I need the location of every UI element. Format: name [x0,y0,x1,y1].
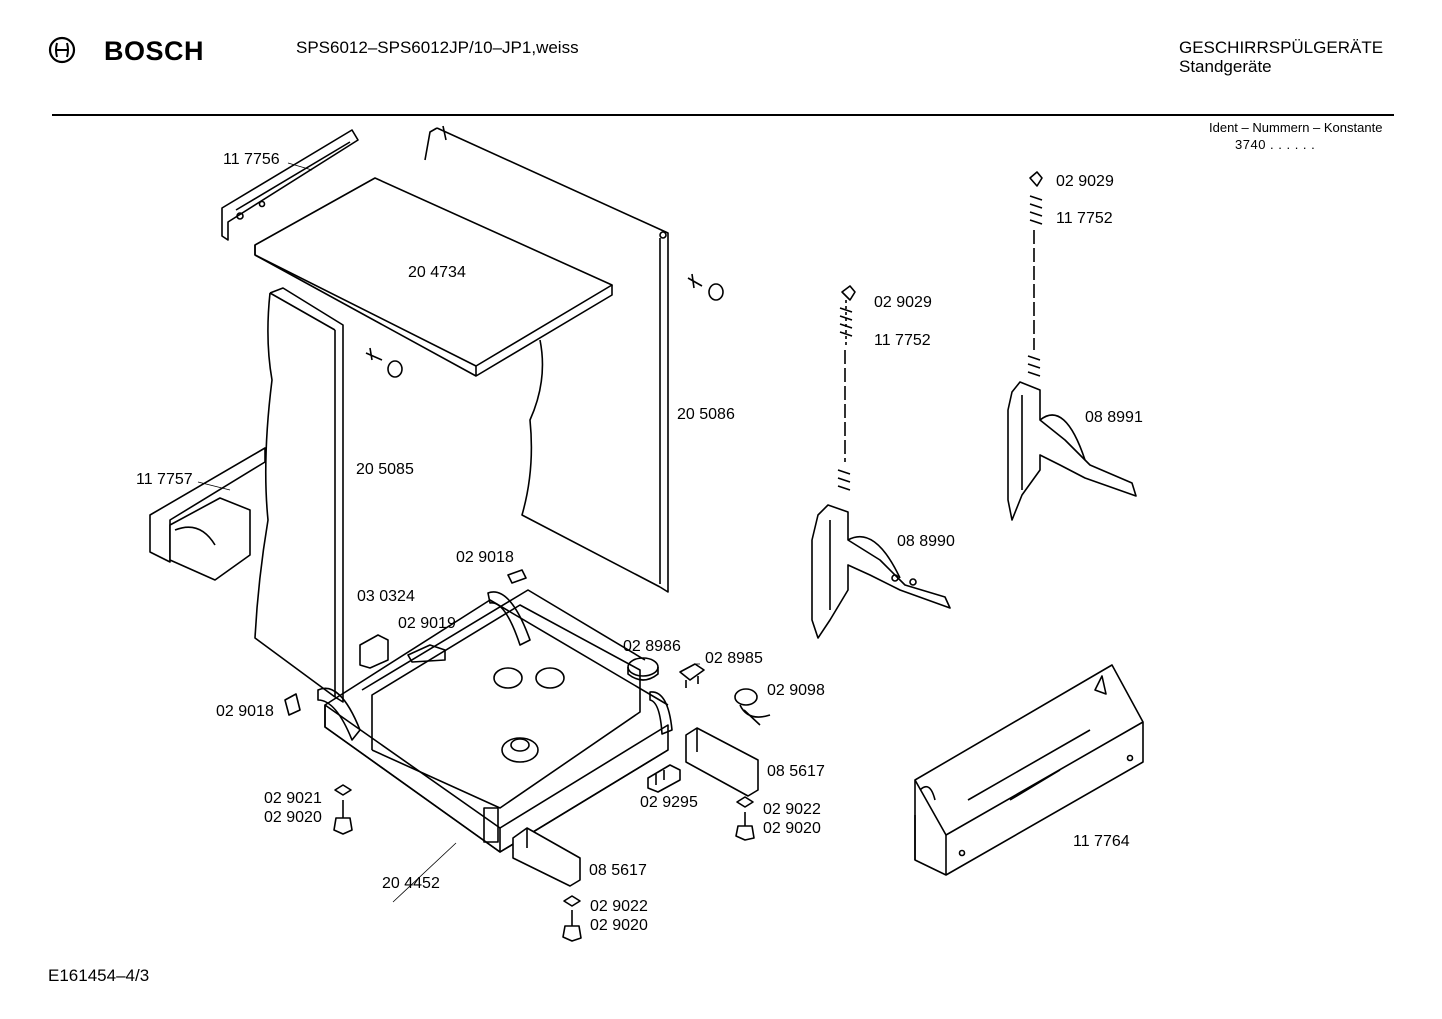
part-label-205086: 20 5086 [677,406,735,423]
part-label-085617-bottom: 08 5617 [589,862,647,879]
part-label-204734: 20 4734 [408,264,466,281]
part-label-117757: 11 7757 [136,471,193,488]
part-085617-right [685,727,759,797]
part-085617-bottom [512,827,581,887]
small-clips [284,569,527,716]
part-204452-base-frame [317,589,673,853]
part-label-117756: 11 7756 [223,151,280,168]
category-title: GESCHIRRSPÜLGERÄTE [1179,38,1384,57]
part-label-117764: 11 7764 [1073,833,1130,850]
ident-label: Ident – Nummern – Konstante [1209,120,1383,135]
part-label-204452: 20 4452 [382,875,440,892]
document-id: E161454–4/3 [48,966,150,985]
part-label-029098: 02 9098 [767,682,825,699]
part-088991-hinge [1007,171,1137,521]
part-label-088990: 08 8990 [897,533,955,550]
subcategory-title: Standgeräte [1179,57,1272,76]
model-title: SPS6012–SPS6012JP/10–JP1,weiss [296,38,579,57]
part-label-088991: 08 8991 [1085,409,1143,426]
part-label-028985: 02 8985 [705,650,763,667]
bosch-logo-icon [48,36,76,64]
part-117757-bracket [149,447,266,581]
part-label-085617-right: 08 5617 [767,763,825,780]
part-label-029020-bottom: 02 9020 [590,917,648,934]
header-divider [52,114,1394,116]
part-label-029020-right: 02 9020 [763,820,821,837]
part-029295 [647,764,681,793]
part-label-117752-b: 11 7752 [1056,210,1113,227]
ident-value: 3740 . . . . . . [1235,137,1316,152]
part-label-029022-bottom: 02 9022 [590,898,648,915]
part-label-029022-right: 02 9022 [763,801,821,818]
part-label-030324: 03 0324 [357,588,415,605]
small-components-right [627,657,771,726]
part-label-029021: 02 9021 [264,790,322,807]
part-088990-hinge [811,285,951,639]
part-label-029018-left: 02 9018 [216,703,274,720]
part-label-029295: 02 9295 [640,794,698,811]
part-205085-front-panel [254,287,344,703]
part-label-028986: 02 8986 [623,638,681,655]
part-117764-kickplate [914,664,1144,876]
part-204734-top-panel [254,177,613,377]
screws-top [365,273,724,378]
part-label-205085: 20 5085 [356,461,414,478]
part-205086-side-panel [424,125,669,593]
part-label-029019: 02 9019 [398,615,456,632]
part-label-117752-a: 11 7752 [874,332,931,349]
part-117756-rail [221,129,359,241]
feet-screws [333,784,755,942]
part-label-029020-left: 02 9020 [264,809,322,826]
part-label-029029-b: 02 9029 [1056,173,1114,190]
brand-name: BOSCH [104,36,205,66]
part-label-029029-a: 02 9029 [874,294,932,311]
part-label-029018-top: 02 9018 [456,549,514,566]
